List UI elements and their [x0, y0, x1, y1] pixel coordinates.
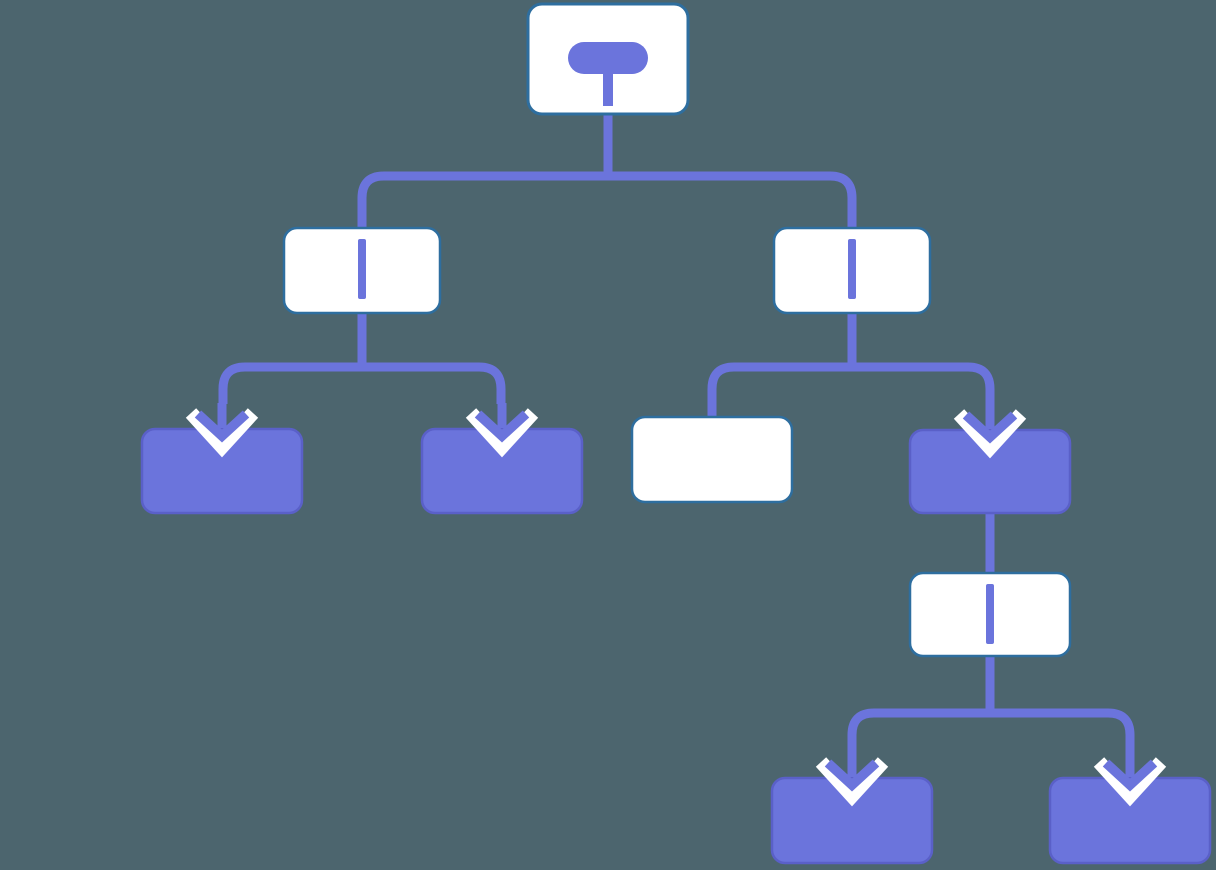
- text-cursor-icon: [848, 239, 856, 299]
- root-topic-icon: [568, 42, 648, 106]
- drop-marker-leaf-left-1: [185, 403, 259, 458]
- child-white-node[interactable]: [630, 415, 794, 504]
- edge-root-to-level2: [357, 111, 857, 229]
- drop-arrow-head-icon: [1102, 759, 1158, 792]
- drop-chevron-white-icon: [815, 757, 889, 807]
- leaf-left-2-node[interactable]: [420, 427, 584, 515]
- child-purple-node-box: [908, 428, 1072, 515]
- level4-cursor-node[interactable]: [908, 571, 1072, 658]
- drop-marker-leaf-bottom-2: [1093, 752, 1167, 807]
- leaf-bottom-2-node[interactable]: [1048, 776, 1212, 865]
- drop-chevron-white-icon: [465, 408, 539, 458]
- edge-level2-left-to-leaves: [218, 311, 506, 404]
- leaf-left-1-node-box: [140, 427, 304, 515]
- edge-level2-right-to-children: [707, 311, 995, 418]
- drop-chevron-white-icon: [1093, 757, 1167, 807]
- drop-chevron-white-icon: [185, 408, 259, 458]
- child-white-node-box: [630, 415, 794, 504]
- drop-arrow-head-icon: [824, 759, 880, 792]
- drop-marker-child-purple: [953, 404, 1027, 459]
- leaf-left-1-node[interactable]: [140, 427, 304, 515]
- drop-arrow-head-icon: [194, 410, 250, 443]
- drop-arrow-head-icon: [474, 410, 530, 443]
- leaf-bottom-1-node[interactable]: [770, 776, 934, 865]
- child-purple-node[interactable]: [908, 428, 1072, 515]
- drop-arrow-head-icon: [962, 411, 1018, 444]
- text-cursor-icon: [358, 239, 366, 299]
- drop-marker-leaf-bottom-1: [815, 752, 889, 807]
- root-node[interactable]: [526, 2, 690, 116]
- text-cursor-icon: [986, 584, 994, 644]
- drop-chevron-white-icon: [953, 409, 1027, 459]
- level2-right-node[interactable]: [772, 226, 932, 315]
- leaf-bottom-1-node-box: [770, 776, 934, 865]
- edge-level4-to-bottom-leaves: [847, 654, 1135, 753]
- leaf-left-2-node-box: [420, 427, 584, 515]
- leaf-bottom-2-node-box: [1048, 776, 1212, 865]
- level2-left-node[interactable]: [282, 226, 442, 315]
- drop-marker-leaf-left-2: [465, 403, 539, 458]
